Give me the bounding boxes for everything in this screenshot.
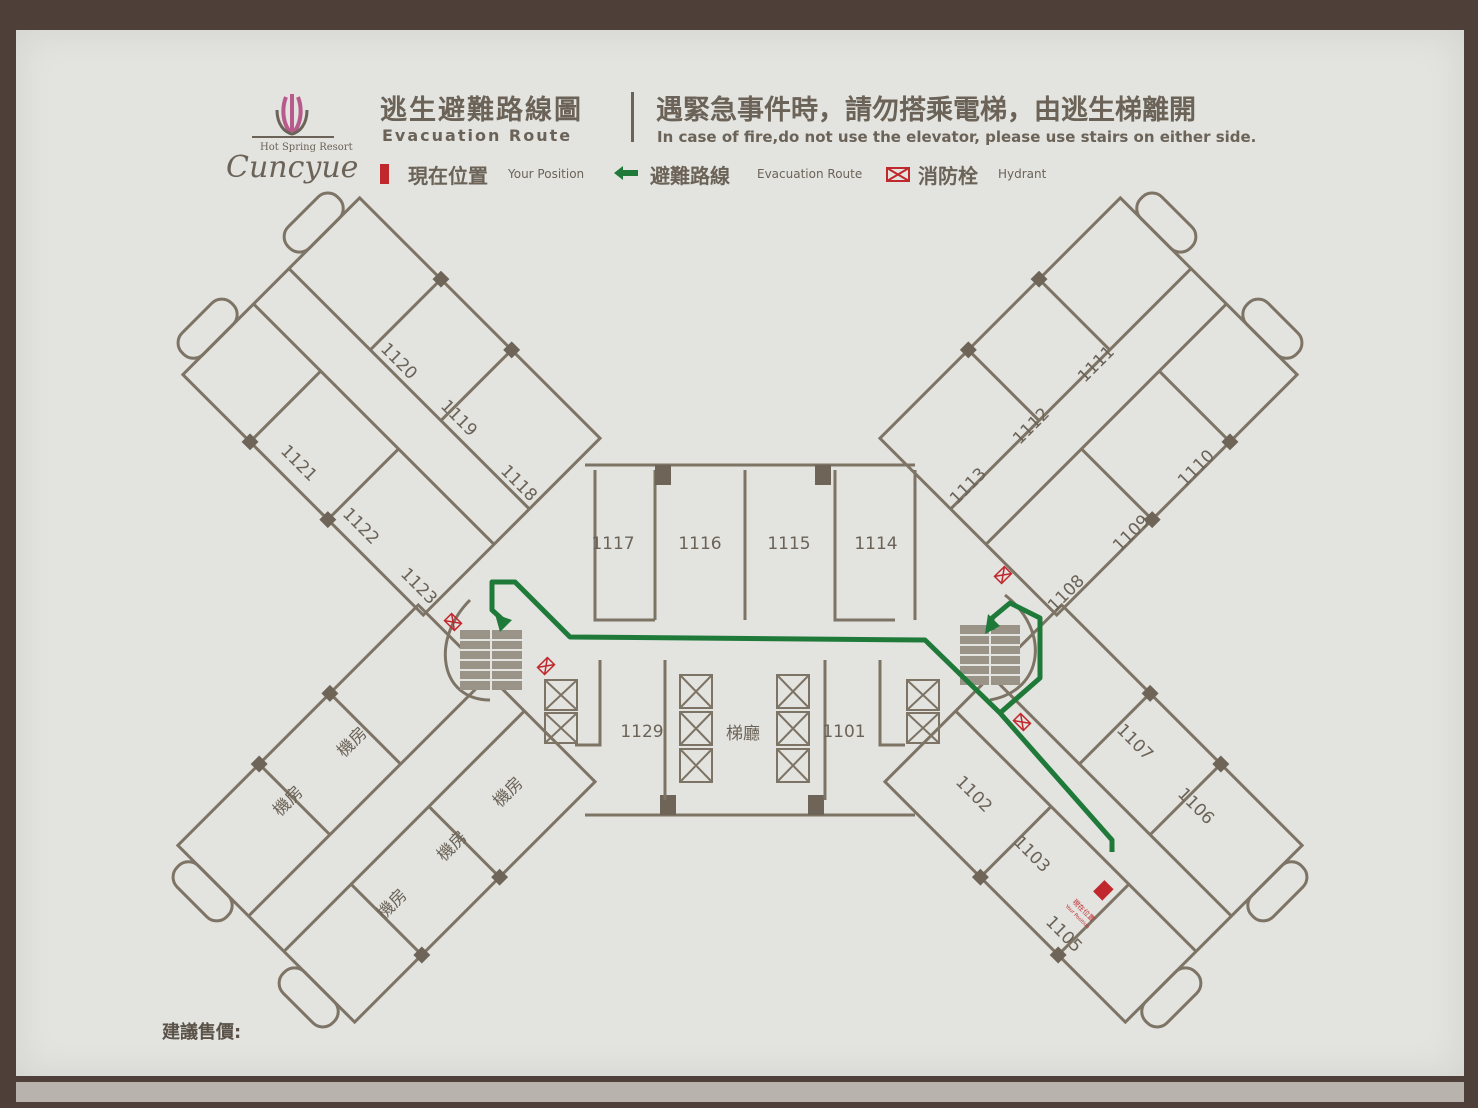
hydrant-icon <box>993 565 1013 585</box>
room-1101: 1101 <box>822 722 865 742</box>
divider <box>631 92 634 142</box>
evacuation-route <box>489 579 1115 852</box>
room-labels: 1120 1119 1118 1121 1122 1123 1117 1116 … <box>269 339 1218 957</box>
room-1102: 1102 <box>951 772 996 817</box>
logo-brand: Cuncyue <box>226 150 359 185</box>
room-1129: 1129 <box>620 722 663 742</box>
hydrant-icon <box>536 656 556 676</box>
wing-upper-left <box>176 191 603 618</box>
logo-tagline: Hot Spring Resort <box>260 142 353 153</box>
room-1110: 1110 <box>1174 446 1219 491</box>
machine-room: 機房 <box>489 773 527 811</box>
room-1107: 1107 <box>1112 720 1157 765</box>
lotus-logo-icon <box>252 94 334 138</box>
your-position-swatch <box>380 164 389 184</box>
title-zh: 逃生避難路線圖 <box>380 95 583 126</box>
legend-hydrant-en: Hydrant <box>998 167 1047 181</box>
machine-room: 機房 <box>373 885 411 923</box>
elevator-lobby: 梯廳 <box>726 724 760 744</box>
warning-zh: 遇緊急事件時，請勿搭乘電梯，由逃生梯離開 <box>656 95 1196 126</box>
green-arrow-icon <box>614 166 638 180</box>
room-1121: 1121 <box>276 441 321 486</box>
room-1122: 1122 <box>338 504 383 549</box>
room-1103: 1103 <box>1009 832 1054 877</box>
legend-route-zh: 避難路線 <box>650 164 730 188</box>
stair-left <box>443 598 522 702</box>
wing-upper-right <box>877 191 1304 618</box>
resort-logo: Hot Spring Resort Cuncyue <box>222 92 362 192</box>
warning-en: In case of fire,do not use the elevator,… <box>657 128 1257 146</box>
legend-position-zh: 現在位置 <box>408 164 488 188</box>
route-arrow-right-icon <box>985 614 1000 634</box>
machine-room: 機房 <box>433 827 471 865</box>
route-arrow-left-icon <box>495 614 512 632</box>
room-1117: 1117 <box>591 534 634 554</box>
hydrant-icon <box>443 612 463 632</box>
wing-lower-left <box>171 602 598 1029</box>
wing-lower-right <box>882 602 1309 1029</box>
title-en: Evacuation Route <box>382 126 573 145</box>
room-1116: 1116 <box>678 534 721 554</box>
evacuation-sign <box>16 30 1464 1076</box>
machine-room: 機房 <box>269 782 307 820</box>
suggested-price-label: 建議售價: <box>162 1022 242 1043</box>
elevators <box>544 674 940 783</box>
room-1115: 1115 <box>767 534 810 554</box>
central-block <box>443 463 1037 817</box>
legend-route-en: Evacuation Route <box>757 167 863 181</box>
frame-bottom <box>16 1082 1464 1102</box>
legend-position-en: Your Position <box>508 167 585 181</box>
hydrant-icon <box>1012 712 1032 732</box>
legend-hydrant-zh: 消防栓 <box>918 164 978 188</box>
hydrant-icon <box>886 167 910 182</box>
room-1114: 1114 <box>854 534 897 554</box>
room-1113: 1113 <box>946 464 991 509</box>
